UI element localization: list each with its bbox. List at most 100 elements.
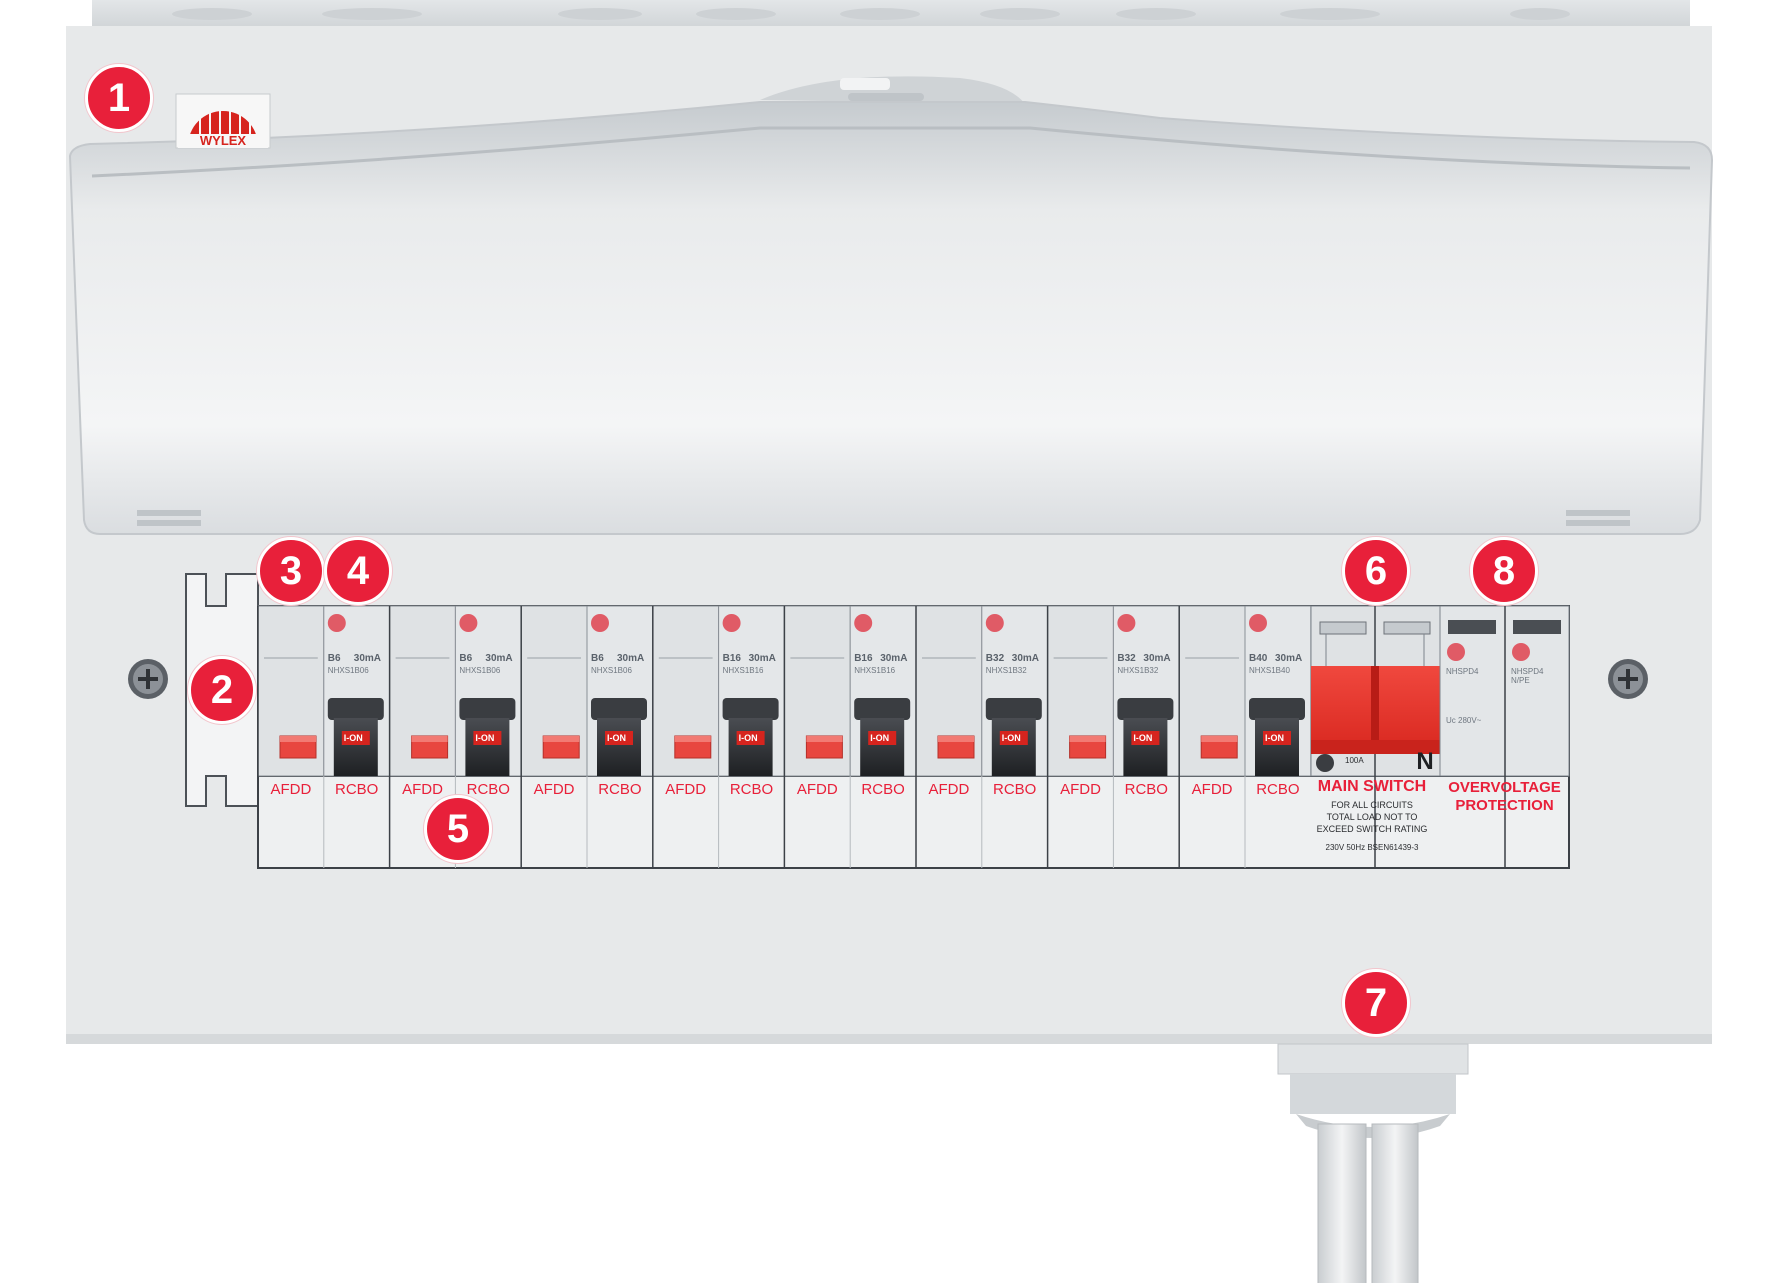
- callout-6: 6: [1342, 537, 1410, 605]
- rcbo-label: RCBO: [1124, 781, 1168, 798]
- rcbo-rating: B32: [1117, 653, 1136, 664]
- neutral-marker: N: [1416, 748, 1434, 775]
- lid-hinge-clips: [137, 510, 1630, 526]
- rcbo-label: RCBO: [466, 781, 510, 798]
- rcbo-mark-icon: [722, 614, 741, 632]
- hinged-lid: [68, 101, 1714, 535]
- rcbo-mark-icon: [1117, 614, 1136, 632]
- rcbo-toggle-label: I-ON: [870, 733, 890, 743]
- spd-part-2: NHSPD4 N/PE: [1511, 667, 1544, 685]
- afdd-label: AFDD: [1191, 781, 1233, 798]
- tails-cables: [1317, 1123, 1419, 1283]
- rcbo-toggle-window: [473, 731, 502, 745]
- rcbo-rating: B32: [985, 653, 1005, 664]
- rcbo-toggle-label: I-ON: [1265, 733, 1284, 743]
- afdd-label: AFDD: [665, 781, 707, 798]
- rcbo-sensitivity: 30mA: [1143, 653, 1171, 664]
- rcbo-part-number: NHXS1B06: [459, 666, 501, 675]
- right-screw: [1608, 659, 1648, 699]
- rcbo-sensitivity: 30mA: [353, 653, 382, 664]
- spd-title-2: PROTECTION: [1455, 797, 1554, 814]
- rcbo-toggle-window: [1131, 731, 1160, 745]
- rcbo-toggle: [860, 718, 905, 776]
- afdd-label: AFDD: [270, 781, 312, 798]
- rcbo-toggle: [333, 718, 378, 776]
- callout-5: 5: [424, 795, 492, 863]
- rcbo-toggle: [728, 718, 773, 776]
- rcbo-part-number: NHXS1B32: [1117, 666, 1159, 675]
- rcbo-label: RCBO: [729, 781, 774, 798]
- rcbo-rating: B6: [591, 653, 604, 664]
- rcbo-toggle-label: I-ON: [607, 733, 626, 743]
- rcbo-part-number: NHXS1B40: [1249, 666, 1290, 675]
- rcbo-toggle-window: [605, 731, 633, 745]
- rcbo-label: RCBO: [335, 781, 379, 798]
- rcbo-toggle: [991, 718, 1036, 776]
- afdd-label: AFDD: [1060, 781, 1101, 798]
- callout-1: 1: [85, 64, 153, 132]
- rcbo-toggle-label: I-ON: [1133, 733, 1153, 743]
- rcbo-label: RCBO: [1256, 781, 1300, 798]
- callout-8: 8: [1470, 537, 1538, 605]
- rcbo-toggle-label: I-ON: [475, 733, 495, 743]
- rcbo-sensitivity: 30mA: [748, 653, 776, 664]
- rcbo-label: RCBO: [598, 781, 642, 798]
- rcbo-toggle-window: [1263, 731, 1291, 745]
- spd-voltage: Uc 280V~: [1446, 716, 1482, 725]
- rcbo-sensitivity: 30mA: [485, 653, 513, 664]
- cable-knockouts: [172, 8, 1570, 20]
- rcbo-label: RCBO: [993, 781, 1037, 798]
- spd-part-1: NHSPD4: [1446, 667, 1479, 676]
- rcbo-label: RCBO: [861, 781, 905, 798]
- rcbo-toggle-window: [341, 731, 370, 745]
- rcbo-mark-icon: [591, 614, 609, 632]
- afdd-label: AFDD: [928, 781, 970, 798]
- rcbo-rating: B16: [854, 653, 873, 664]
- main-switch-spec: 230V 50Hz BSEN61439-3: [1325, 843, 1419, 852]
- afdd-label: AFDD: [533, 781, 575, 798]
- main-switch-note-2: TOTAL LOAD NOT TO: [1326, 812, 1418, 822]
- rcbo-rating: B40: [1249, 653, 1268, 664]
- rcbo-mark-icon: [459, 614, 478, 632]
- rcbo-mark-icon: [327, 614, 346, 632]
- afdd-rcbo-ways: [257, 605, 1312, 868]
- rcbo-toggle-label: I-ON: [738, 733, 758, 743]
- rcbo-part-number: NHXS1B06: [327, 666, 369, 675]
- rcbo-sensitivity: 30mA: [617, 653, 645, 664]
- surge-protection-device: [1439, 605, 1570, 868]
- rcbo-toggle: [465, 718, 510, 776]
- rcbo-rating: B6: [327, 653, 341, 664]
- rcbo-mark-icon: [1249, 614, 1267, 632]
- callout-7: 7: [1342, 969, 1410, 1037]
- lid-latch-hump: [760, 76, 1025, 104]
- callout-4: 4: [324, 537, 392, 605]
- callout-3: 3: [257, 537, 325, 605]
- rcbo-toggle-window: [868, 731, 897, 745]
- main-switch-title: MAIN SWITCH: [1317, 778, 1427, 795]
- rcbo-sensitivity: 30mA: [1011, 653, 1040, 664]
- rcbo-toggle-label: I-ON: [1001, 733, 1021, 743]
- rcbo-toggle-label: I-ON: [343, 733, 363, 743]
- rcbo-part-number: NHXS1B16: [854, 666, 896, 675]
- rcbo-sensitivity: 30mA: [1275, 653, 1303, 664]
- afdd-label: AFDD: [796, 781, 838, 798]
- wylex-logo: [175, 93, 271, 149]
- main-switch-note-1: FOR ALL CIRCUITS: [1331, 800, 1413, 810]
- rcbo-toggle-window: [736, 731, 765, 745]
- rcbo-toggle: [1255, 718, 1299, 776]
- rcbo-toggle: [1123, 718, 1168, 776]
- main-switch-note-3: EXCEED SWITCH RATING: [1316, 824, 1428, 834]
- rcbo-mark-icon: [854, 614, 873, 632]
- rcbo-toggle: [597, 718, 641, 776]
- main-switch: [1310, 605, 1441, 868]
- spd-title-1: OVERVOLTAGE: [1448, 779, 1561, 796]
- main-switch-rating: 100A: [1345, 756, 1364, 765]
- afdd-label: AFDD: [402, 781, 443, 798]
- rcbo-toggle-window: [999, 731, 1028, 745]
- left-screw: [128, 659, 168, 699]
- rcbo-part-number: NHXS1B32: [985, 666, 1027, 675]
- logo-wordmark: WYLEX: [199, 133, 247, 148]
- rcbo-rating: B16: [722, 653, 741, 664]
